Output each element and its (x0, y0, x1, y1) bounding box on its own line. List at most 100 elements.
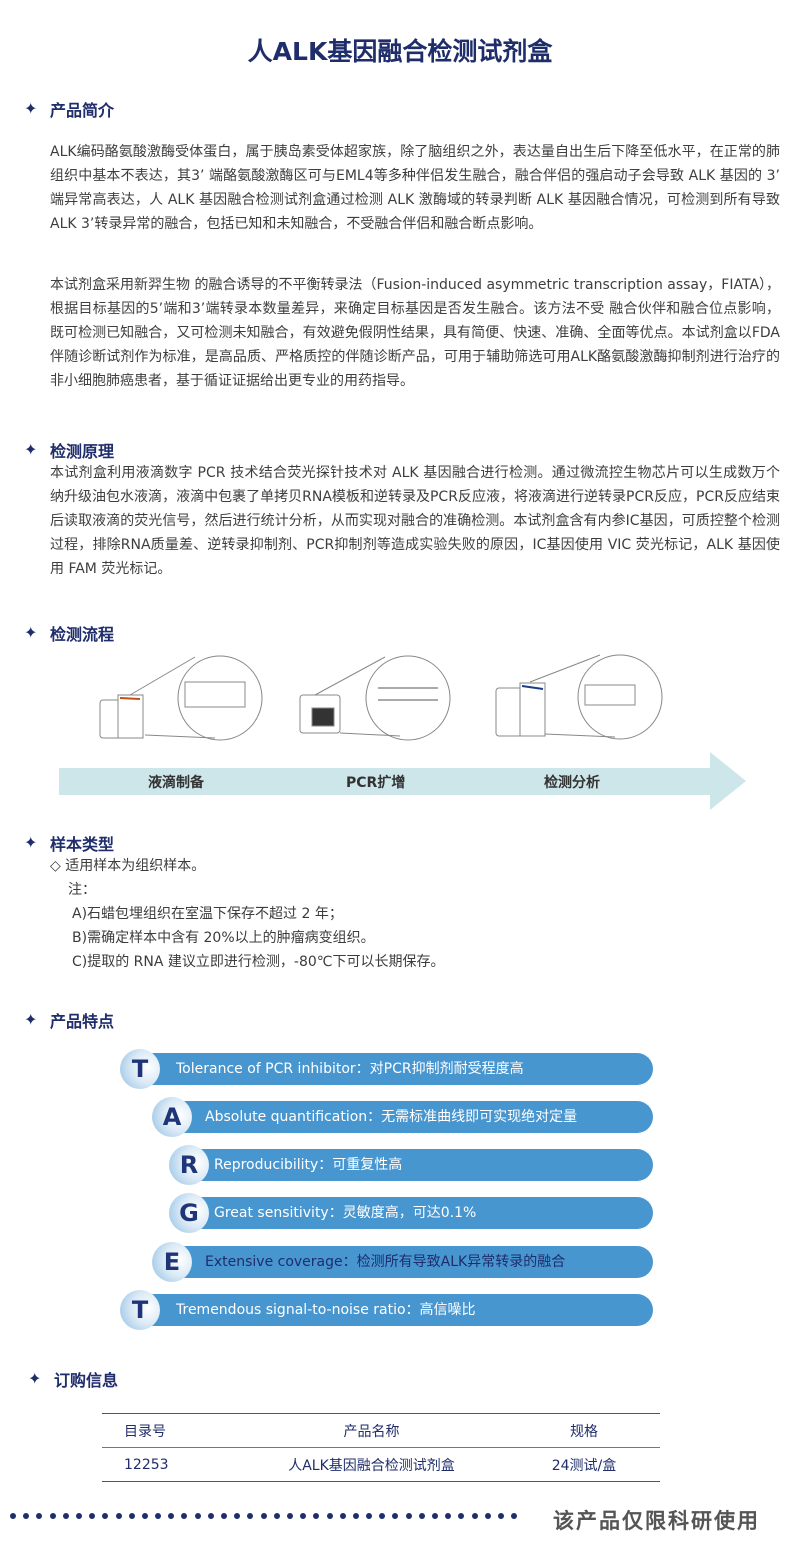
dot (102, 1513, 109, 1519)
dot (75, 1513, 82, 1519)
feature-item: Great sensitivity：灵敏度高，可达0.1% (187, 1197, 653, 1229)
table-row: 12253 人ALK基因融合检测试剂盒 24测试/盒 (102, 1448, 660, 1482)
column-header: 规格 (570, 1423, 598, 1440)
sparkle-icon: ✦ (24, 440, 38, 459)
sample-note-label: 注： (68, 882, 96, 898)
feature-item: Absolute quantification：无需标准曲线即可实现绝对定量 (170, 1101, 653, 1133)
dot (313, 1513, 320, 1519)
dot (62, 1513, 69, 1519)
dot (247, 1513, 254, 1519)
feature-letter-badge: T (120, 1049, 160, 1089)
workflow-step-droplet: 液滴制备 (148, 775, 204, 791)
dot (23, 1513, 30, 1519)
feature-item: Extensive coverage：检测所有导致ALK异常转录的融合 (170, 1246, 653, 1278)
dot (194, 1513, 201, 1519)
sparkle-icon: ✦ (24, 99, 38, 118)
heading-text: 产品简介 (50, 101, 115, 120)
dot (458, 1513, 465, 1519)
section-heading-principle: ✦ 检测原理 (24, 438, 114, 462)
dot (445, 1513, 452, 1519)
heading-text: 产品特点 (50, 1012, 115, 1031)
feature-letter-badge: G (169, 1193, 209, 1233)
workflow-arrow (59, 752, 746, 810)
workflow-step-analysis: 检测分析 (544, 775, 600, 791)
dot (141, 1513, 148, 1519)
intro-paragraph-2: 本试剂盒采用新羿生物 的融合诱导的不平衡转录法（Fusion-induced a… (50, 277, 781, 389)
section-heading-intro: ✦ 产品简介 (24, 97, 114, 121)
dot (471, 1513, 478, 1519)
section-heading-workflow: ✦ 检测流程 (24, 621, 114, 645)
section-heading-sample: ✦ 样本类型 (24, 831, 114, 855)
sparkle-icon: ✦ (24, 833, 38, 852)
sample-note: B)需确定样本中含有 20%以上的肿瘤病变组织。 (72, 930, 375, 946)
sample-list: ◇ 适用样本为组织样本。 注： A)石蜡包埋组织在室温下保存不超过 2 年； B… (50, 854, 445, 974)
dot (432, 1513, 438, 1519)
pcr-instrument-illustration (299, 655, 451, 741)
dot (484, 1513, 491, 1519)
feature-text: Absolute quantification：无需标准曲线即可实现绝对定量 (205, 1109, 578, 1125)
feature-text: Tolerance of PCR inhibitor：对PCR抑制剂耐受程度高 (176, 1061, 524, 1077)
table-header-row: 目录号 产品名称 规格 (102, 1413, 660, 1448)
feature-item: Tolerance of PCR inhibitor：对PCR抑制剂耐受程度高 (138, 1053, 653, 1085)
dot (352, 1513, 359, 1519)
dot (418, 1513, 425, 1519)
footer-dots (10, 1513, 518, 1519)
dot (168, 1513, 175, 1519)
feature-letter-badge: E (152, 1242, 192, 1282)
dot (234, 1513, 241, 1519)
dot (379, 1513, 386, 1519)
dot (405, 1513, 412, 1519)
feature-item: Reproducibility：可重复性高 (187, 1149, 653, 1181)
feature-text: Extensive coverage：检测所有导致ALK异常转录的融合 (205, 1254, 566, 1270)
dot (49, 1513, 56, 1519)
dot (339, 1513, 346, 1519)
page-title: 人ALK基因融合检测试剂盒 (247, 37, 553, 66)
dot (260, 1513, 267, 1519)
dot (155, 1513, 162, 1519)
dot (286, 1513, 293, 1519)
specification: 24测试/盒 (551, 1457, 617, 1474)
dot (10, 1513, 16, 1519)
feature-text: Reproducibility：可重复性高 (214, 1157, 403, 1173)
principle-paragraph: 本试剂盒利用液滴数字 PCR 技术结合荧光探针技术对 ALK 基因融合进行检测。… (50, 465, 780, 577)
dot (115, 1513, 122, 1519)
dot (181, 1513, 188, 1519)
heading-text: 订购信息 (54, 1371, 119, 1390)
footer-disclaimer: 该产品仅限科研使用 (553, 1509, 760, 1533)
feature-letter-badge: A (152, 1097, 192, 1137)
dot (300, 1513, 307, 1519)
feature-text: Tremendous signal-to-noise ratio：高信噪比 (176, 1302, 476, 1318)
sparkle-icon: ✦ (24, 1010, 38, 1029)
feature-letter-badge: R (169, 1145, 209, 1185)
dot (511, 1513, 518, 1519)
dot (89, 1513, 96, 1519)
dot (221, 1513, 227, 1519)
dot (392, 1513, 399, 1519)
order-table: 目录号 产品名称 规格 12253 人ALK基因融合检测试剂盒 24测试/盒 (102, 1413, 660, 1482)
sparkle-icon: ✦ (28, 1369, 42, 1388)
product-name: 人ALK基因融合检测试剂盒 (288, 1457, 455, 1474)
section-heading-order: ✦ 订购信息 (28, 1367, 118, 1391)
column-header: 产品名称 (343, 1423, 400, 1440)
sparkle-icon: ✦ (24, 623, 38, 642)
catalog-number: 12253 (124, 1456, 169, 1473)
dot (326, 1513, 333, 1519)
feature-text: Great sensitivity：灵敏度高，可达0.1% (214, 1205, 477, 1221)
sample-note: A)石蜡包埋组织在室温下保存不超过 2 年； (72, 906, 343, 922)
section-heading-features: ✦ 产品特点 (24, 1008, 114, 1032)
droplet-generator-illustration (99, 655, 263, 741)
dot (273, 1513, 280, 1519)
workflow-step-pcr: PCR扩增 (346, 775, 406, 791)
feature-item: Tremendous signal-to-noise ratio：高信噪比 (138, 1294, 653, 1326)
sample-bullet: ◇ 适用样本为组织样本。 (50, 858, 206, 874)
heading-text: 检测流程 (50, 625, 115, 644)
column-header: 目录号 (124, 1423, 166, 1440)
heading-text: 检测原理 (50, 442, 115, 461)
dot (128, 1513, 135, 1519)
sample-note: C)提取的 RNA 建议立即进行检测，-80℃下可以长期保存。 (72, 954, 445, 970)
feature-letter-badge: T (120, 1290, 160, 1330)
dot (36, 1513, 43, 1519)
heading-text: 样本类型 (50, 835, 115, 854)
dot (207, 1513, 214, 1519)
